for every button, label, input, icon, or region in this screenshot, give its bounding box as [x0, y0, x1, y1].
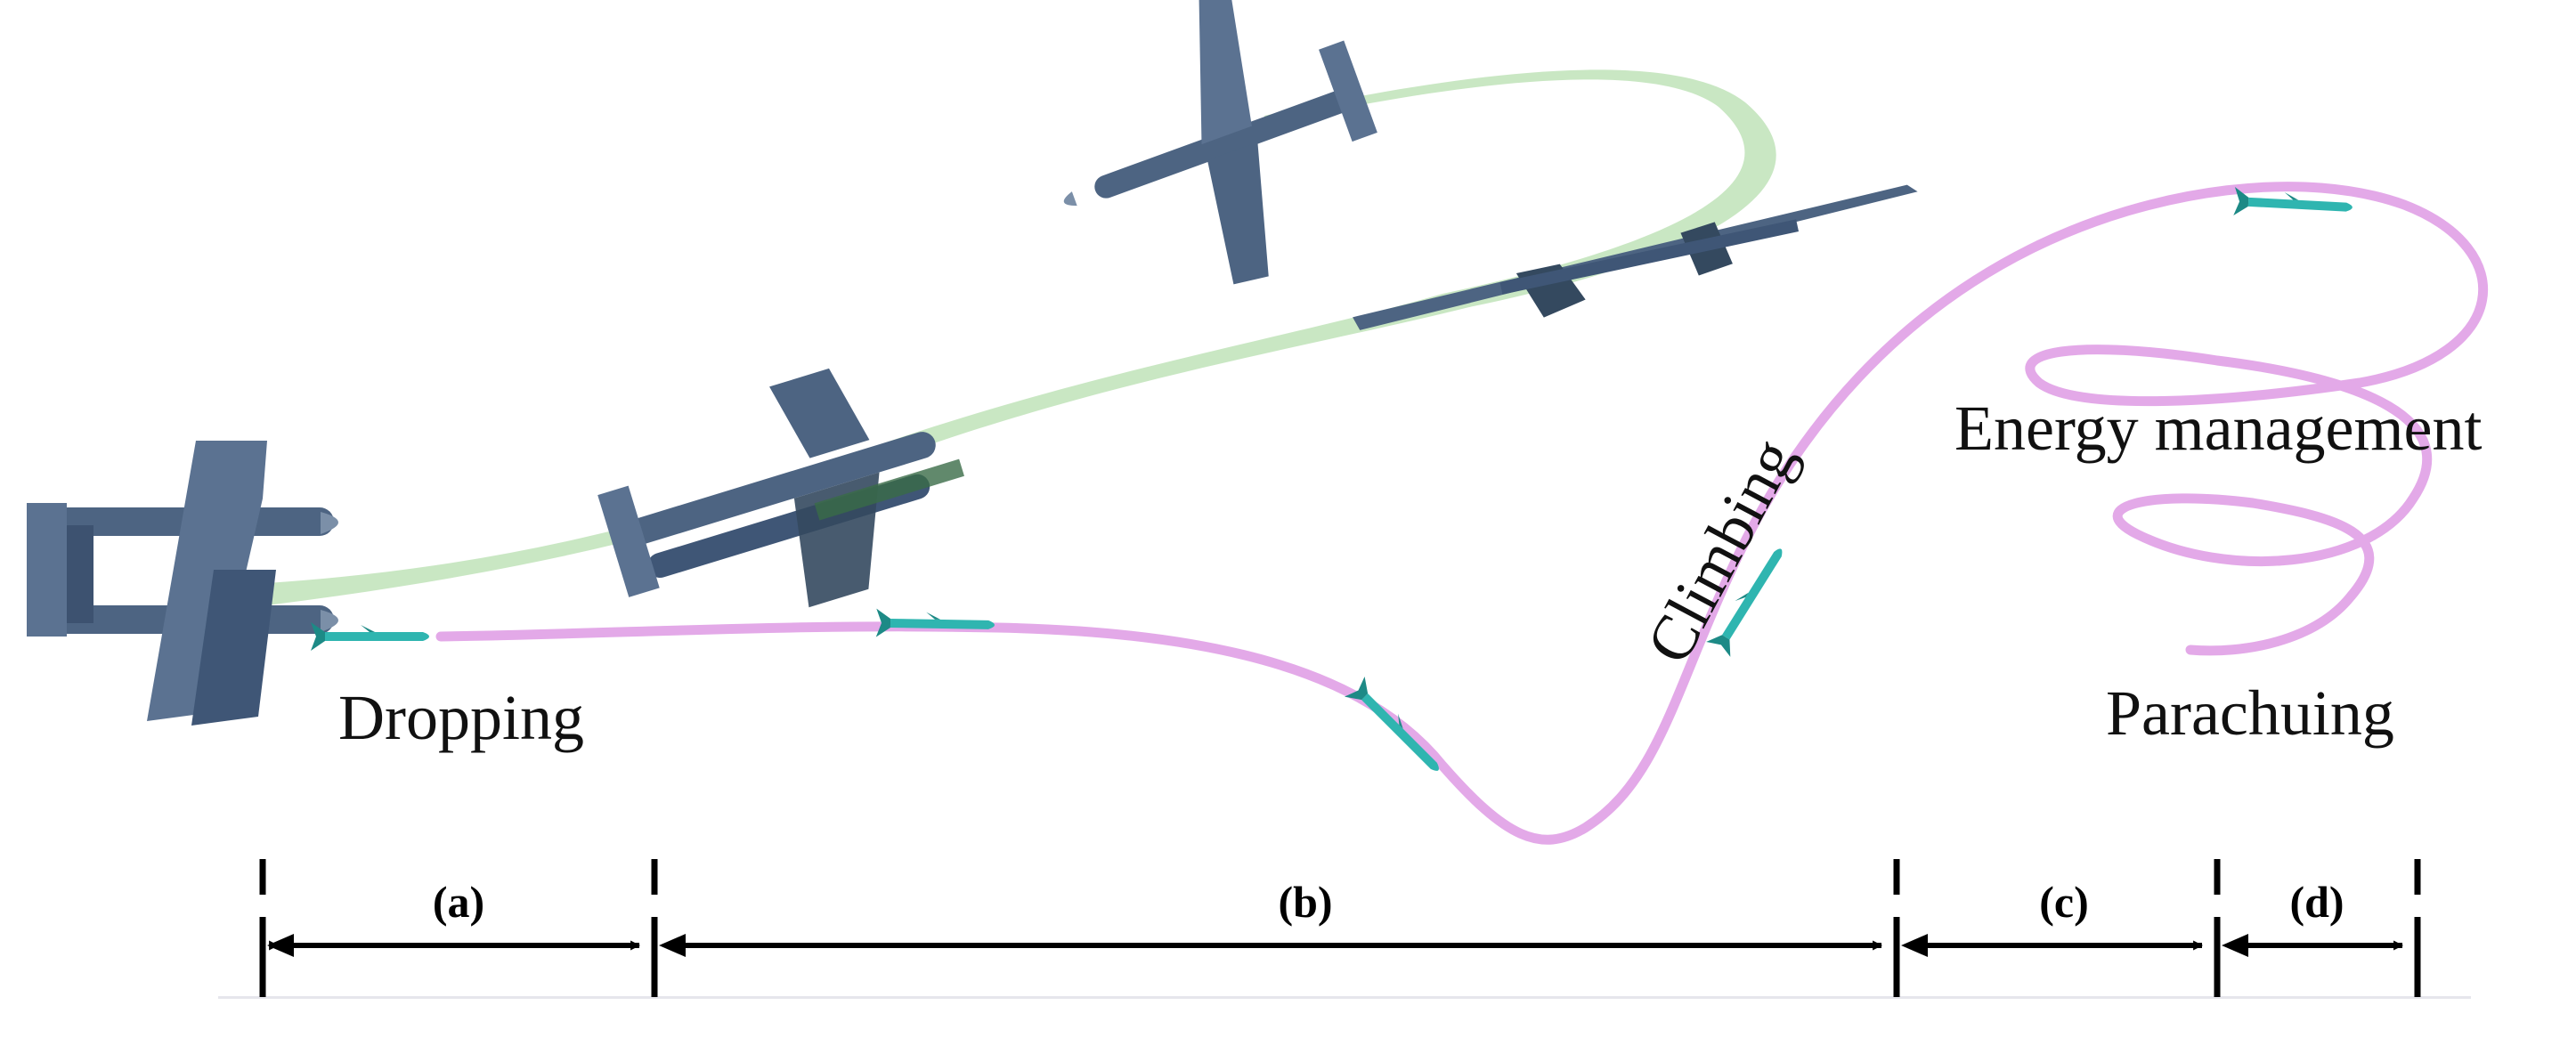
phase-label-parachuting: Parachuing [2106, 677, 2394, 749]
missile-trajectory [435, 182, 2488, 845]
missile-icon [1344, 676, 1449, 781]
phase-label-energy-management: Energy management [1954, 393, 2482, 464]
carrier-aircraft-icon [27, 441, 338, 726]
baseline [218, 996, 2471, 999]
segment-label-c: (c) [2039, 877, 2089, 927]
segment-label-d: (d) [2289, 877, 2344, 927]
carrier-aircraft-icon [1063, 0, 1377, 285]
carrier-aircraft-icon [597, 368, 964, 608]
carrier-wake [267, 69, 1776, 606]
phase-label-dropping: Dropping [338, 682, 584, 753]
segment-arrowheads-left [267, 934, 2248, 957]
segment-ticks [259, 859, 2421, 997]
missile-icon [875, 608, 995, 639]
carrier-aircraft-icon [1353, 184, 1918, 330]
segment-label-a: (a) [433, 877, 484, 927]
segment-label-b: (b) [1278, 877, 1332, 927]
